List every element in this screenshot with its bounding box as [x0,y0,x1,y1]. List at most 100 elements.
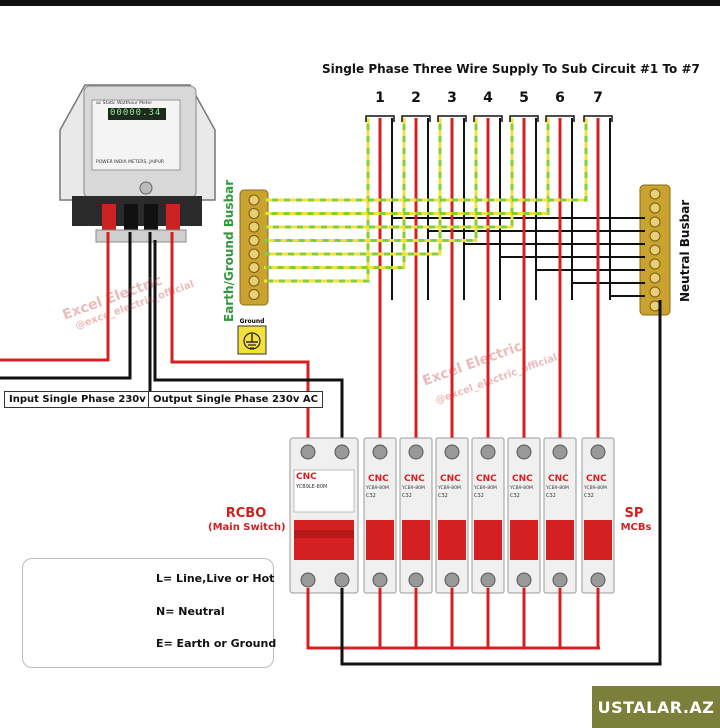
mcb-brand: CNC [404,474,425,484]
mcb-7 [581,437,615,594]
legend-live-text: L= Line,Live or Hot [156,572,275,585]
rcbo-label: RCBO [225,506,267,521]
rcbo-model: YCB9LE-80M [296,484,328,490]
legend-neutral-text: N= Neutral [156,605,225,618]
busbar-screw [649,258,661,270]
mcb-6 [543,437,577,594]
mcb-1 [363,437,397,594]
earth-wire-7 [264,118,588,202]
mcb-rating: C32 [366,493,376,499]
meter-reading: 00000.34 [110,108,162,118]
circuit-bracket-6 [545,115,575,122]
earth-wire-stripe-7 [264,118,588,202]
earth-wire-stripe-2 [264,118,406,269]
earth-wire-stripe-5 [264,118,514,229]
mcb-brand: CNC [512,474,533,484]
busbar-screw [649,216,661,228]
mcb-3 [435,437,469,594]
ground-symbol-icon [237,325,267,355]
circuit-number-5: 5 [519,90,529,106]
circuit-number-1: 1 [375,90,385,106]
earth-wire-2 [264,118,406,269]
mcb-brand: CNC [476,474,497,484]
mcb-model: YCB9-80M [510,486,533,491]
mcb-5 [507,437,541,594]
ground-tag: Ground [239,318,265,325]
meter-name: ac Static Watthour Meter [96,101,153,106]
busbar-screw [248,275,260,287]
bottom-wires [306,300,662,666]
mcb-rating: C32 [584,493,594,499]
rcbo-sublabel: (Main Switch) [208,522,286,533]
mcb-model: YCB9-80M [438,486,461,491]
earth-wire-stripe-1 [264,118,370,283]
legend-earth-text: E= Earth or Ground [156,637,277,650]
busbar-screw [248,221,260,233]
neutral-busbar-label: Neutral Busbar [678,199,692,302]
mcb-rating: C32 [474,493,484,499]
earth-busbar [239,189,269,306]
busbar-screw [649,202,661,214]
rcbo-brand: CNC [296,472,317,482]
mcb-row [363,437,615,648]
mcb-4 [471,437,505,594]
mcb-model: YCB9-80M [474,486,497,491]
earth-wire-stripe-4 [264,118,478,242]
mcb-brand: CNC [368,474,389,484]
sp-sublabel: MCBs [620,522,652,533]
circuit-number-2: 2 [411,90,421,106]
mcb-model: YCB9-80M [366,486,389,491]
busbar-screw [649,286,661,298]
earth-wire-4 [264,118,478,242]
mcb-rating: C32 [510,493,520,499]
mcb-2 [399,437,433,594]
busbar-screw [649,230,661,242]
earth-wire-3 [264,118,442,256]
circuit-bracket-1 [365,115,395,122]
circuit-number-6: 6 [555,90,565,106]
busbar-screw [248,208,260,219]
busbar-screw [248,262,260,273]
circuit-bracket-5 [509,115,539,122]
neutral-busbar [639,184,671,316]
circuit-bracket-7 [583,115,613,122]
top-border [0,0,720,6]
mcb-rating: C32 [402,493,412,499]
energy-meter [59,84,216,243]
diagram-title: Single Phase Three Wire Supply To Sub Ci… [322,62,700,76]
circuit-bracket-4 [473,115,503,122]
mcb-rating: C32 [546,493,556,499]
meter-wires [0,232,344,440]
earth-busbar-label: Earth/Ground Busbar [222,179,236,322]
busbar-screw [649,244,661,256]
busbar-screw [649,188,661,200]
output-label: Output Single Phase 230v AC [148,391,323,408]
busbar-screw [248,235,260,246]
circuit-wires [264,115,645,440]
circuit-bracket-2 [401,115,431,122]
circuit-number-7: 7 [593,90,603,106]
mcb-rating: C32 [438,493,448,499]
mcb-model: YCB9-80M [402,486,425,491]
busbar-screw [248,194,260,206]
meter-maker: POWER INDIA METERS, JAIPUR [96,160,165,165]
busbar-screw [248,289,260,300]
mcb-brand: CNC [586,474,607,484]
circuit-number-3: 3 [447,90,457,106]
legend [22,558,274,668]
earth-wire-6 [264,118,550,215]
sp-label: SP [624,506,644,521]
input-label: Input Single Phase 230v AC [4,391,170,408]
mcb-brand: CNC [548,474,569,484]
mcb-brand: CNC [440,474,461,484]
rcbo-device [289,437,359,594]
circuit-number-4: 4 [483,90,493,106]
circuit-bracket-3 [437,115,467,122]
mcb-model: YCB9-80M [584,486,607,491]
busbar-screw [248,248,260,260]
busbar-screw [649,272,661,284]
mcb-model: YCB9-80M [546,486,569,491]
earth-wire-stripe-3 [264,118,442,256]
site-badge[interactable]: USTALAR.AZ [592,686,720,728]
